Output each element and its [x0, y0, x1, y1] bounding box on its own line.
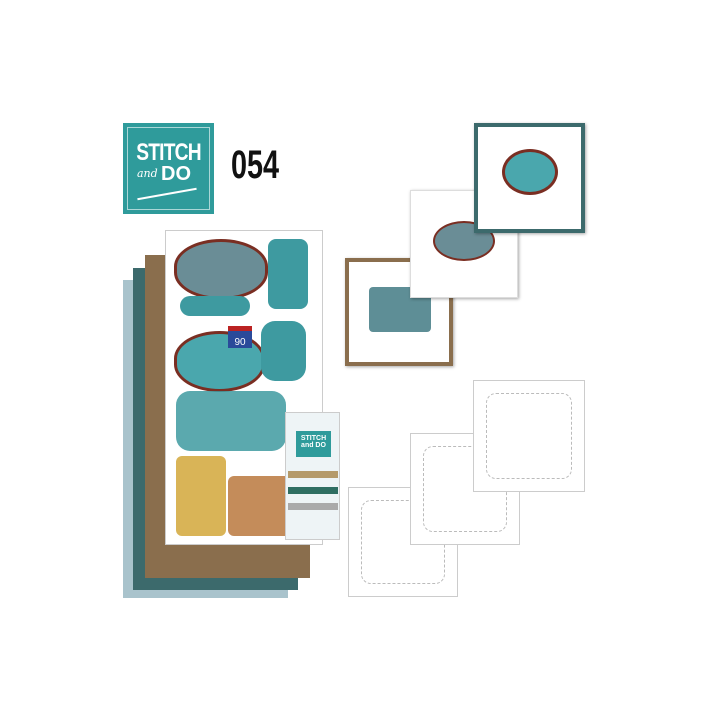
thread-gold — [288, 471, 338, 478]
dump-truck-parts — [176, 456, 226, 536]
thread-silver — [288, 503, 338, 510]
logo-text-stitch: STITCH — [136, 139, 201, 166]
propeller-plane-image — [180, 296, 250, 316]
thread-card-logo: STITCH and DO — [296, 431, 331, 457]
beetle-image — [502, 149, 558, 195]
thread-card: STITCH and DO — [285, 412, 340, 540]
road-sign-90: 90 — [228, 326, 252, 348]
logo-text-do: DO — [161, 163, 191, 185]
car-side-image — [176, 391, 286, 451]
logo-text-and: and — [137, 167, 158, 180]
brand-logo: STITCH and DO — [123, 123, 214, 214]
embroidery-pattern-3 — [473, 380, 585, 492]
thread-green — [288, 487, 338, 494]
airplane-image — [268, 239, 308, 309]
car-front-image — [261, 321, 306, 381]
thread-card-brand-sub: and DO — [301, 442, 326, 449]
thread-card-brand: STITCH — [300, 435, 327, 442]
airplane-hangar-image — [174, 239, 268, 300]
finished-card-beetle — [474, 123, 585, 233]
product-number: 054 — [231, 143, 280, 187]
finished-card-truck — [345, 258, 453, 366]
